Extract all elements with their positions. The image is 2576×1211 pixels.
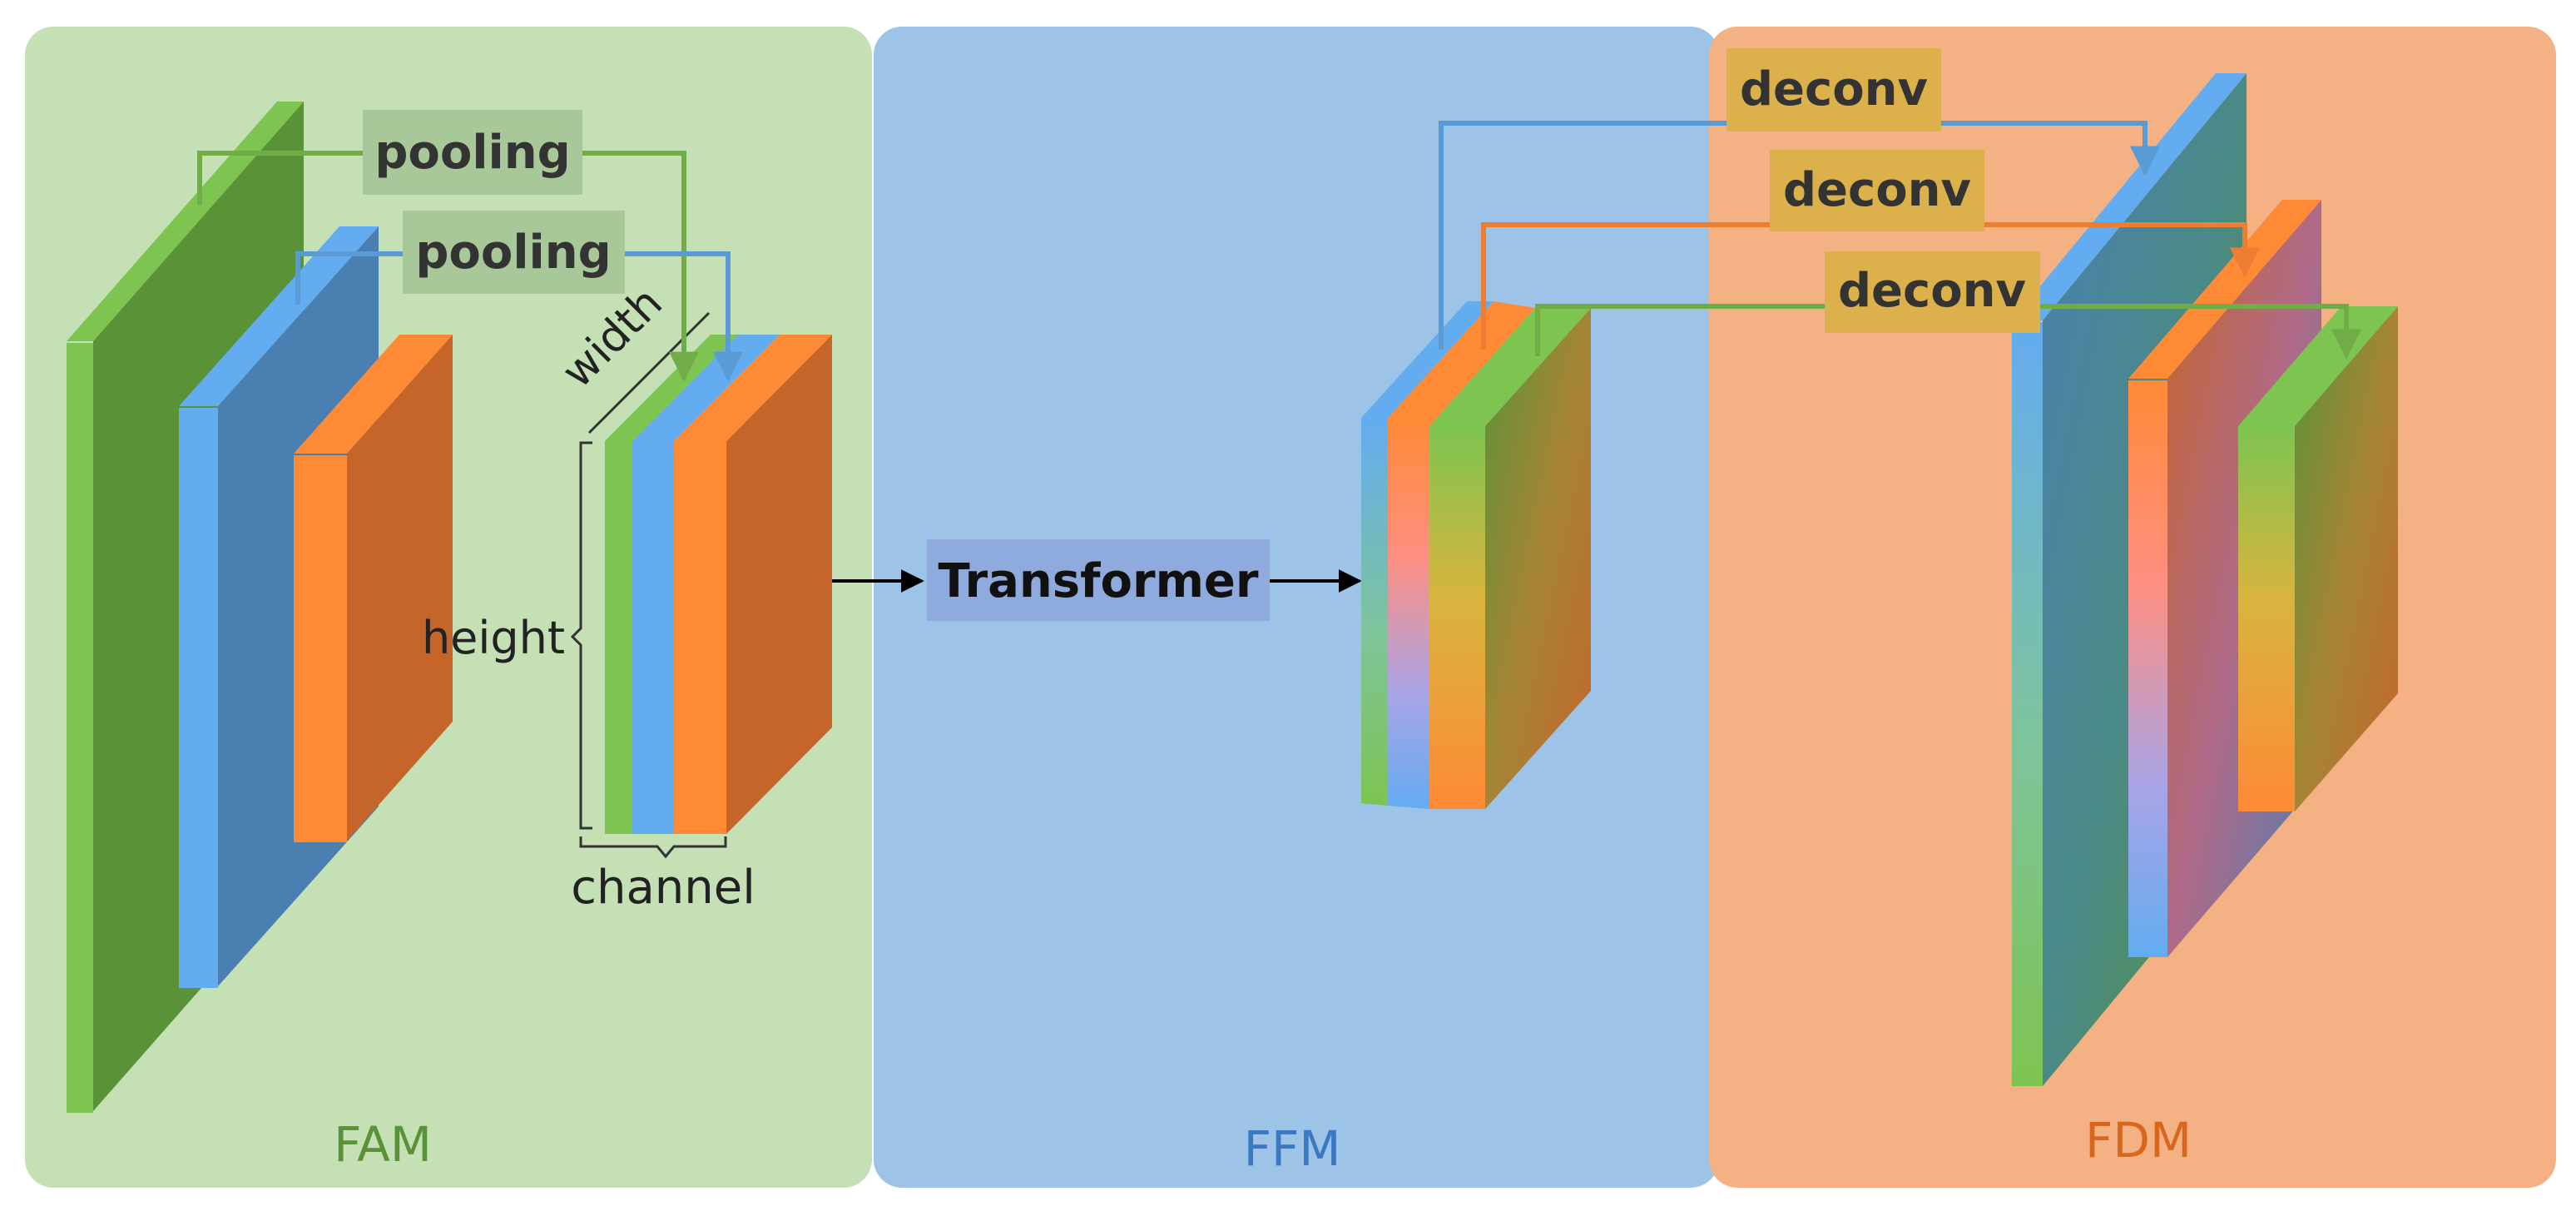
fam-feature-map-orange <box>294 335 453 842</box>
pooling-box-1 <box>363 110 582 195</box>
deconv-label-3: deconv <box>1838 264 2026 318</box>
deconv-label-2: deconv <box>1783 163 1971 217</box>
deconv-box-1 <box>1726 48 1941 132</box>
fdm-feature-map-green <box>2238 306 2398 811</box>
pooling-label-2: pooling <box>415 226 611 280</box>
ffm-title: FFM <box>1244 1120 1341 1177</box>
fdm-title: FDM <box>2085 1112 2192 1169</box>
height-label: height <box>422 612 565 664</box>
fam-concat-block <box>605 335 832 834</box>
transformer-label: Transformer <box>938 554 1258 608</box>
transformer-box <box>927 539 1270 621</box>
ffm-fused-block <box>1361 301 1591 809</box>
width-brace <box>587 311 711 434</box>
height-brace <box>570 441 592 830</box>
pooling-label-1: pooling <box>374 126 570 180</box>
channel-brace <box>579 836 727 859</box>
pooling-box-2 <box>403 211 625 294</box>
deconv-box-2 <box>1770 150 1984 231</box>
fam-title: FAM <box>334 1116 432 1173</box>
deconv-box-3 <box>1825 251 2040 333</box>
channel-label: channel <box>571 861 755 915</box>
deconv-label-1: deconv <box>1740 62 1928 117</box>
